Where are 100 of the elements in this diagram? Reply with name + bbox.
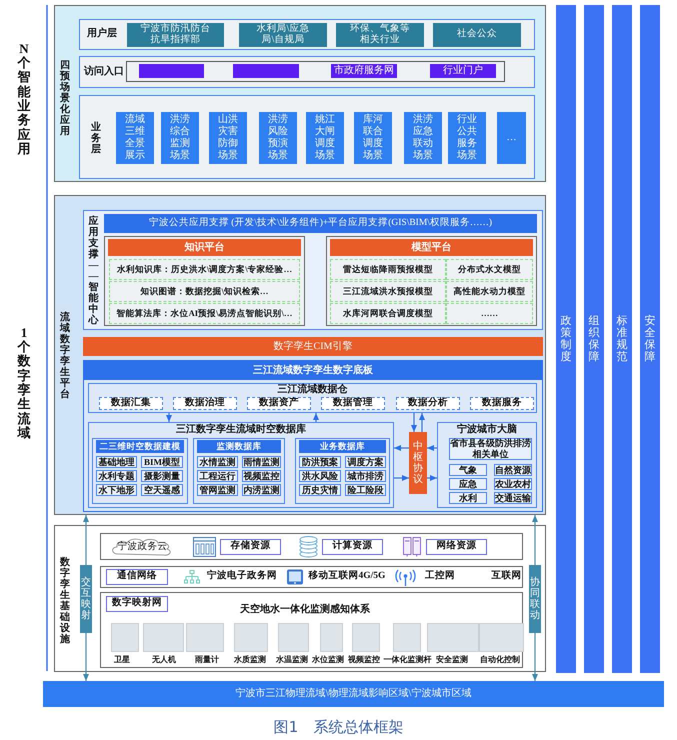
entry-box [233, 64, 299, 78]
data-cell: 险工险段 [345, 484, 386, 496]
layer-band [79, 19, 535, 50]
resource-box: 存储资源 [220, 539, 281, 555]
database-panel [92, 438, 188, 504]
item-cell: 三江流域洪水预报模型 [330, 281, 446, 302]
data-cell: 气象 [449, 464, 487, 476]
resource-box: 通信网络 [106, 569, 168, 585]
pillar-bar: 安全保障 [640, 5, 660, 673]
support-bar: 宁波公共应用支撑 (开发\技术\业务组件)+平台应用支撑(GIS\BIM\权限服务……) [104, 214, 537, 233]
data-step-box: 数据分析 [396, 397, 460, 410]
panel-title: 用户层 [86, 26, 118, 41]
item-cell: 知识图谱：数据挖掘\知识检索… [109, 281, 300, 302]
resource-row [100, 566, 523, 588]
database-panel [193, 438, 285, 504]
data-cell: 视频监控 [242, 470, 281, 482]
data-cell: 交通运输 [494, 492, 532, 504]
resource-box: 数字映射网 [106, 596, 168, 612]
item-cell: 雷达短临降雨预报模型 [330, 259, 446, 280]
user-box: 环保、气象等相关行业 [336, 23, 424, 47]
item-cell: 水库河网联合调度模型 [330, 303, 446, 324]
platform-panel [326, 236, 537, 326]
device-caption: 无人机 [151, 654, 177, 666]
vertical-title: 业务层 [90, 120, 102, 156]
scenario-box: 姚江大闸调度场景 [306, 112, 344, 164]
scenario-box: 洪涝风险预演场景 [259, 112, 297, 164]
hub-box: 中枢协议 [409, 432, 427, 494]
panel-title: 访问入口 [82, 64, 125, 79]
data-cell: BIM模型 [141, 456, 183, 468]
data-step-box: 数据汇集 [99, 397, 163, 410]
arrow [411, 413, 417, 432]
user-box: 水利局\应急局\自规局 [239, 23, 327, 47]
data-cell: 城市排涝 [345, 470, 386, 482]
platform-header: 知识平台 [108, 239, 301, 256]
user-box: 宁波市防汛防台抗旱指挥部 [127, 23, 224, 47]
data-cell: 内涝监测 [242, 484, 281, 496]
vertical-title: 流域数字孪生平台 [58, 310, 71, 402]
section-frame [54, 5, 546, 182]
platform-panel [104, 236, 305, 326]
resource-row [100, 533, 523, 560]
layer-band [83, 210, 543, 330]
device-caption: 一体化监测杆 [383, 654, 432, 666]
data-cell: 历史灾情 [299, 484, 341, 496]
data-cell: 管网监测 [197, 484, 238, 496]
device-caption: 视频监控 [347, 654, 381, 666]
edge-label: 协同联动 [529, 565, 541, 633]
data-step-box: 数据服务 [470, 397, 534, 410]
data-cell: 农业农村 [494, 478, 532, 490]
scenario-box: 洪涝综合监测场景 [161, 112, 199, 164]
data-cell: 应急 [449, 478, 487, 490]
pillar-bar: 组织保障 [584, 5, 604, 673]
entry-frame [126, 61, 505, 82]
data-cell: 工程运行 [197, 470, 238, 482]
network-label: 移动互联网4G/5G [307, 570, 386, 584]
data-cell: 防洪预案 [299, 456, 341, 468]
side-heading: N个智能业务应用 [16, 40, 32, 158]
device-caption: 卫星 [113, 654, 131, 666]
data-cell: 基础地理 [96, 456, 137, 468]
arrow [166, 413, 172, 422]
panel-header: 二三维时空数据建模 [96, 440, 184, 453]
warehouse-frame [88, 383, 537, 413]
data-cell: 摄影测量 [141, 470, 183, 482]
entry-box: 市政府服务网 [331, 64, 397, 78]
board-header-bar: 三江流域数字孪生数字底板 [84, 361, 542, 380]
section-frame [54, 195, 546, 515]
data-step-box: 数据管理 [321, 397, 385, 410]
data-cell: 自然资源 [494, 464, 532, 476]
network-label: 互联网 [491, 570, 522, 584]
database-frame [437, 422, 537, 508]
panel-title: 宁波城市大脑 [456, 424, 518, 436]
engine-bar: 数字孪生CIM引擎 [83, 337, 543, 356]
database-panel [295, 438, 390, 504]
base-bar: 宁波市三江物理流域\物理流域影响区域\宁波城市区域 [43, 681, 664, 707]
platform-header: 模型平台 [330, 239, 533, 256]
item-cell: 智能算法库：水位AI预报\易涝点智能识别\… [109, 303, 300, 324]
data-cell: 水利 [449, 492, 487, 504]
database-frame [88, 422, 394, 508]
edge-label: 交互映射 [80, 565, 92, 633]
item-cell: 水利知识库：历史洪水\调度方案\专家经验… [109, 259, 300, 280]
panel-title: 三江流域数据仓 [276, 384, 348, 396]
entry-box: 行业门户 [430, 64, 496, 78]
data-cell: 空天遥感 [141, 484, 183, 496]
device-caption: 水位监测 [311, 654, 345, 666]
scenario-box: 行业公共服务场景 [448, 112, 486, 164]
device-caption: 水质监测 [232, 654, 267, 666]
data-cell: 水下地形 [96, 484, 137, 496]
scenario-box: 流域三维全景展示 [116, 112, 154, 164]
pillar-bar: 标准规范 [612, 5, 632, 673]
data-cell: 水情监测 [197, 456, 238, 468]
arrow [394, 475, 409, 481]
panel-title: 三江数字孪生流域时空数据库 [175, 424, 307, 436]
device-caption: 安全监测 [435, 654, 469, 666]
arrow [394, 445, 409, 451]
vertical-title: 四预场景化应用 [58, 58, 71, 138]
data-cell: 省市县各级防洪排涝相关单位 [449, 438, 532, 460]
panel-header: 监测数据库 [197, 440, 281, 453]
device-caption: 自动化控制 [479, 654, 521, 666]
data-cell: 水利专题 [96, 470, 137, 482]
scenario-box: 洪涝应急联动场景 [404, 112, 442, 164]
item-cell: …… [446, 303, 533, 324]
